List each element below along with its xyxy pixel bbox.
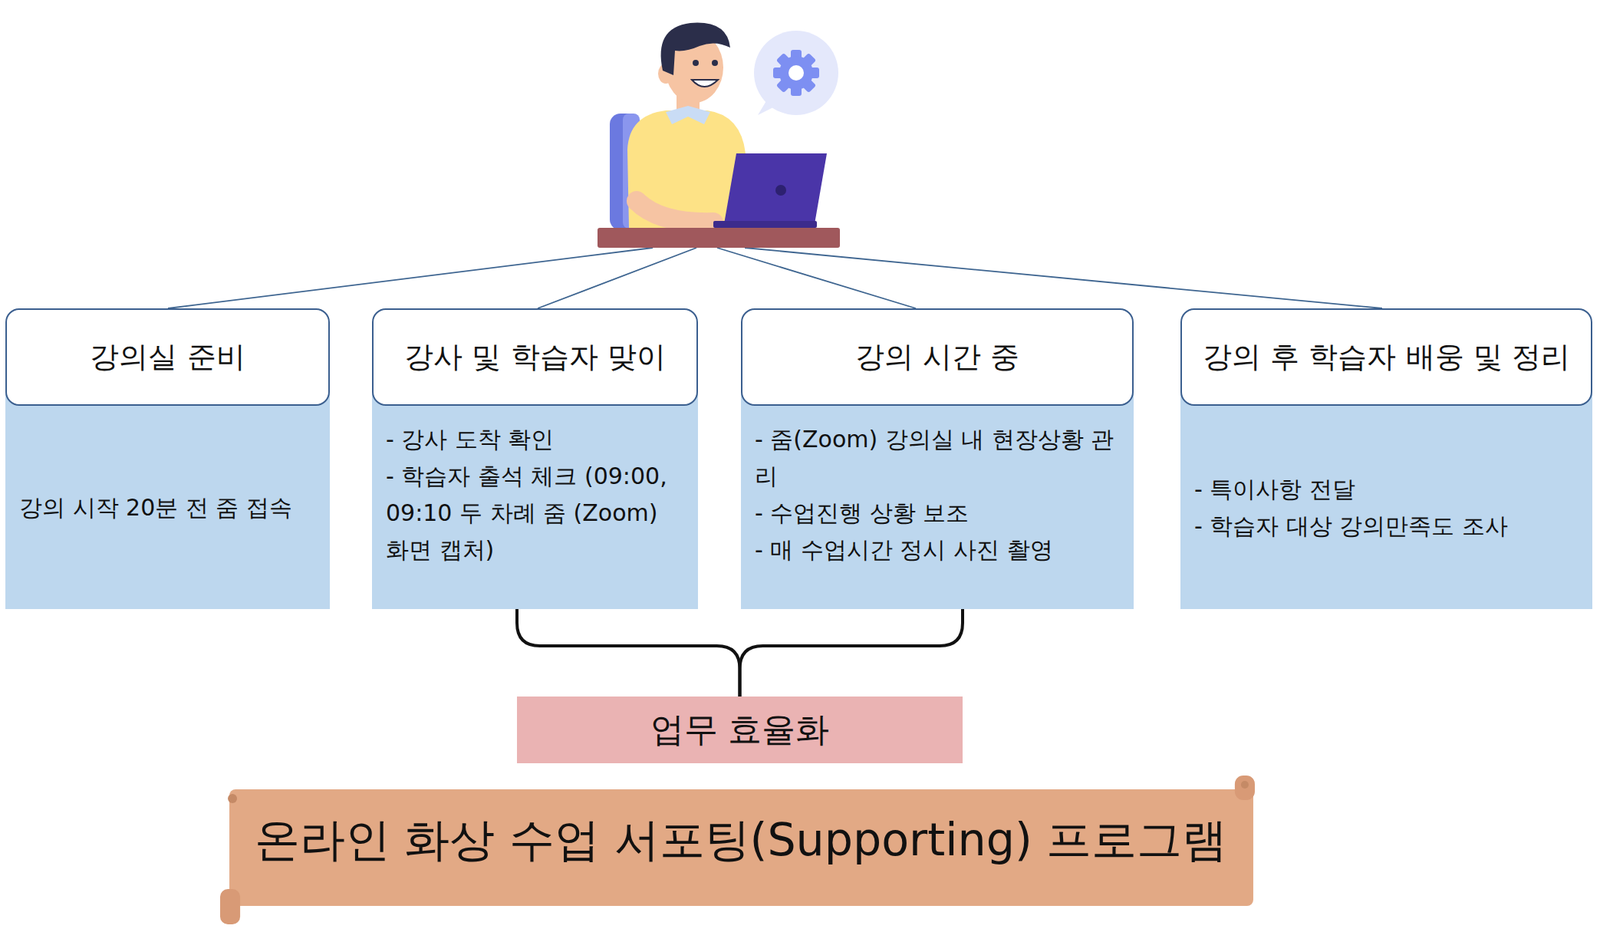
scroll-part: [220, 888, 241, 925]
task-item: 강의 시작 20분 전 줌 접속: [19, 489, 317, 527]
tree-lines: [167, 247, 1383, 309]
scroll-part: [227, 793, 238, 804]
text-group: 강사 및 학습자 맞이: [404, 337, 666, 377]
brace-connector: [740, 609, 964, 697]
scroll-part: [229, 789, 1254, 906]
stage-header-box: 강의실 준비: [5, 308, 330, 406]
task-panel: 강의 시작 20분 전 줌 접속: [5, 391, 330, 610]
gear-bubble: [753, 30, 839, 116]
brace-connector: [516, 609, 741, 697]
stage-header-box: 강의 후 학습자 배웅 및 정리: [1180, 308, 1593, 406]
box-label: 업무 효율화: [650, 707, 830, 753]
task-panel: - 줌(Zoom) 강의실 내 현장상황 관리- 수업진행 상황 보조- 매 수…: [740, 391, 1134, 610]
text-group: - 줌(Zoom) 강의실 내 현장상황 관리- 수업진행 상황 보조- 매 수…: [754, 421, 1120, 569]
box-label: 강사 및 학습자 맞이: [404, 337, 666, 377]
task-item: - 줌(Zoom) 강의실 내 현장상황 관리: [754, 421, 1120, 495]
box-label: 강의실 준비: [89, 337, 245, 377]
task-item: - 학습자 출석 체크 (09:00, 09:10 두 차례 줌 (Zoom) …: [385, 457, 685, 569]
task-panel: - 특이사항 전달- 학습자 대상 강의만족도 조사: [1180, 391, 1593, 610]
stage-header-box: 강사 및 학습자 맞이: [372, 308, 698, 406]
scroll-part: [1234, 775, 1255, 800]
text-group: 업무 효율화: [650, 707, 830, 753]
text-group: 강의 시간 중: [855, 337, 1020, 377]
scroll-part: [1240, 780, 1248, 789]
text-group: 강의 후 학습자 배웅 및 정리: [1202, 337, 1570, 377]
task-item: - 강사 도착 확인: [385, 421, 685, 458]
person: [597, 23, 840, 248]
box-label: 강의 후 학습자 배웅 및 정리: [1202, 337, 1570, 377]
stage-header-box: 강의 시간 중: [740, 308, 1134, 406]
task-item: - 학습자 대상 강의만족도 조사: [1194, 507, 1579, 545]
text-group: - 강사 도착 확인- 학습자 출석 체크 (09:00, 09:10 두 차례…: [385, 421, 685, 569]
task-item: - 특이사항 전달: [1194, 470, 1579, 508]
task-panel: - 강사 도착 확인- 학습자 출석 체크 (09:00, 09:10 두 차례…: [372, 391, 698, 610]
box-label: 온라인 화상 수업 서포팅(Supporting) 프로그램: [254, 810, 1228, 871]
task-item: - 수업진행 상황 보조: [754, 494, 1120, 532]
text-group: - 특이사항 전달- 학습자 대상 강의만족도 조사: [1194, 470, 1579, 545]
text-group: 강의실 준비: [89, 337, 245, 377]
result-box: 업무 효율화: [516, 696, 963, 764]
text-group: 온라인 화상 수업 서포팅(Supporting) 프로그램: [254, 810, 1228, 871]
title-scroll: 온라인 화상 수업 서포팅(Supporting) 프로그램: [220, 775, 1263, 926]
text-group: 강의 시작 20분 전 줌 접속: [19, 489, 317, 527]
box-label: 강의 시간 중: [855, 337, 1020, 377]
task-item: - 매 수업시간 정시 사진 촬영: [754, 531, 1120, 569]
